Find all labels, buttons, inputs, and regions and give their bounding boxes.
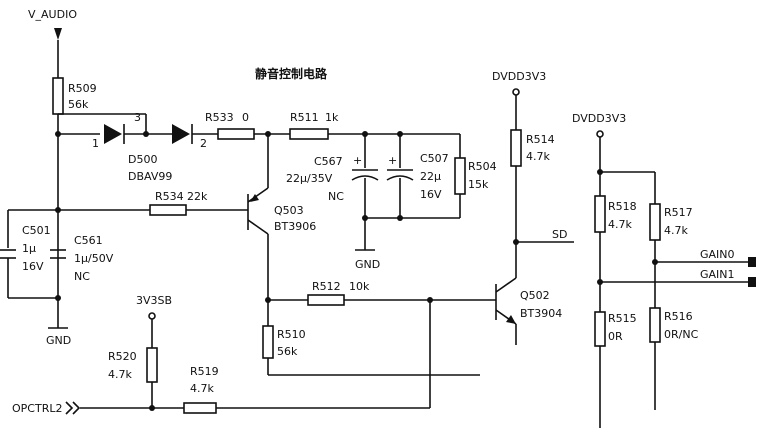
r511-value: 1k [325, 111, 339, 124]
opctrl-label: OPCTRL2 [12, 402, 62, 415]
d500-pin3: 3 [134, 111, 141, 124]
resistor-r504 [454, 157, 466, 195]
r514-ref: R514 [526, 133, 555, 146]
d500-pin2: 2 [200, 137, 207, 150]
diode-d500-a [104, 124, 122, 144]
c501-value: 1μ [22, 242, 36, 255]
resistor-r517 [649, 203, 661, 241]
r509-value: 56k [68, 98, 89, 111]
circuit-title: 静音控制电路 [255, 66, 328, 81]
r518-value: 4.7k [608, 218, 632, 231]
c561-ref: C561 [74, 234, 103, 247]
c561-value: 1μ/50V [74, 252, 114, 265]
q503-ref: Q503 [274, 204, 304, 217]
r510-value: 56k [277, 345, 298, 358]
c507-voltage: 16V [420, 188, 442, 201]
resistor-r519 [183, 402, 217, 414]
gnd-left-label: GND [46, 334, 71, 347]
q502-ref: Q502 [520, 289, 550, 302]
r517-value: 4.7k [664, 224, 688, 237]
r517-ref: R517 [664, 206, 693, 219]
c507-value: 22μ [420, 170, 441, 183]
resistor-r520 [146, 347, 158, 383]
r504-ref: R504 [468, 160, 497, 173]
r512-value: 10k [349, 280, 370, 293]
r534-value: 22k [187, 190, 208, 203]
r519-ref: R519 [190, 365, 219, 378]
v3v3sb-label: 3V3SB [136, 294, 172, 307]
v-audio-label: V_AUDIO [28, 8, 77, 21]
resistor-r512 [307, 294, 345, 306]
d500-pin1: 1 [92, 137, 99, 150]
c507-ref: C507 [420, 152, 449, 165]
diode-d500-b [172, 124, 190, 144]
resistor-r515 [594, 311, 606, 347]
r520-ref: R520 [108, 350, 137, 363]
resistor-r511 [289, 128, 329, 140]
gain1-label: GAIN1 [700, 268, 735, 281]
r516-ref: R516 [664, 310, 693, 323]
v-audio-arrow-icon [54, 28, 62, 40]
q503-part: BT3906 [274, 220, 316, 233]
r533-value: 0 [242, 111, 249, 124]
r520-value: 4.7k [108, 368, 132, 381]
r512-ref: R512 [312, 280, 341, 293]
r509-ref: R509 [68, 82, 97, 95]
c567-note: NC [328, 190, 344, 203]
dvdd-q502-label: DVDD3V3 [492, 70, 546, 83]
c501-voltage: 16V [22, 260, 44, 273]
gnd-mid-label: GND [355, 258, 380, 271]
c561-note: NC [74, 270, 90, 283]
r515-ref: R515 [608, 312, 637, 325]
dvdd-right-label: DVDD3V3 [572, 112, 626, 125]
c567-ref: C567 [314, 155, 343, 168]
svg-text:+: + [388, 154, 397, 167]
resistor-r516 [649, 307, 661, 343]
resistor-r518 [594, 195, 606, 233]
r519-value: 4.7k [190, 382, 214, 395]
r534-ref: R534 [155, 190, 184, 203]
q502-part: BT3904 [520, 307, 562, 320]
r515-value: 0R [608, 330, 623, 343]
gain0-label: GAIN0 [700, 248, 735, 261]
r514-value: 4.7k [526, 150, 550, 163]
resistor-r534 [149, 204, 187, 216]
d500-part: DBAV99 [128, 170, 172, 183]
r510-ref: R510 [277, 328, 306, 341]
d500-ref: D500 [128, 153, 157, 166]
gain1-connector-icon [748, 277, 756, 287]
resistor-r510 [262, 325, 274, 359]
c567-value: 22μ/35V [286, 172, 333, 185]
r504-value: 15k [468, 178, 489, 191]
opctrl-connector-icon [65, 401, 81, 415]
resistor-r509 [52, 77, 64, 115]
resistor-r533 [217, 128, 255, 140]
resistor-r514 [510, 129, 522, 167]
svg-text:+: + [353, 154, 362, 167]
r533-ref: R533 [205, 111, 234, 124]
sd-label: SD [552, 228, 567, 241]
c501-ref: C501 [22, 224, 51, 237]
gain0-connector-icon [748, 257, 756, 267]
r516-value: 0R/NC [664, 328, 699, 341]
r518-ref: R518 [608, 200, 637, 213]
r511-ref: R511 [290, 111, 319, 124]
